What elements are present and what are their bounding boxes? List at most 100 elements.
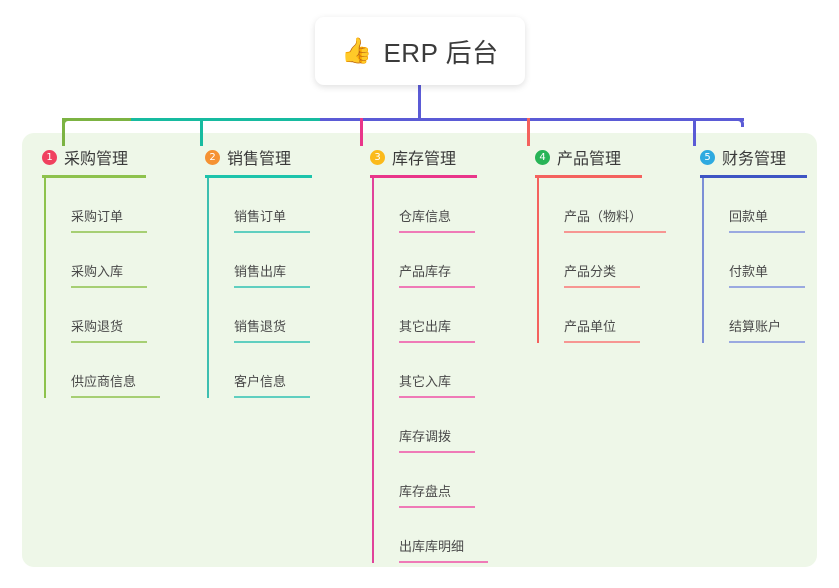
menu-item[interactable]: 仓库信息 [399,178,477,233]
menu-item-label: 销售出库 [234,264,287,279]
category-label: 库存管理 [392,151,457,168]
menu-item-underline [399,341,475,343]
menu-item-underline [71,286,147,288]
menu-item[interactable]: 采购退货 [71,288,147,343]
menu-item-label: 付款单 [729,264,769,279]
menu-item[interactable]: 回款单 [729,178,807,233]
category-index-badge: 2 [205,149,220,165]
menu-item-underline [564,286,640,288]
menu-item-underline [399,561,488,563]
content-panel [22,133,817,567]
category-header-sales-management[interactable]: 2 销售管理 [205,146,312,168]
menu-item-underline [71,231,147,233]
menu-item-label: 产品（物料） [564,209,643,224]
menu-item-label: 结算账户 [729,319,782,334]
menu-item-label: 产品库存 [399,264,452,279]
category-spine [44,178,46,398]
connector-root-stem [418,85,421,121]
menu-item-underline [564,231,666,233]
category-column-finance-management: 5 财务管理回款单付款单结算账户 [700,146,807,343]
menu-item-label: 产品单位 [564,319,617,334]
category-label: 产品管理 [557,151,622,168]
menu-item-underline [399,451,475,453]
menu-item[interactable]: 销售订单 [234,178,312,233]
menu-item-underline [399,396,475,398]
menu-item-label: 库存调拨 [399,429,452,444]
menu-item-underline [729,341,805,343]
category-column-sales-management: 2 销售管理销售订单销售出库销售退货客户信息 [205,146,312,398]
menu-item[interactable]: 库存盘点 [399,453,477,508]
menu-item-underline [234,396,310,398]
menu-item-underline [71,341,147,343]
menu-item[interactable]: 采购入库 [71,233,147,288]
menu-item-label: 出库库明细 [399,539,465,554]
menu-item[interactable]: 付款单 [729,233,807,288]
menu-item-underline [399,231,475,233]
category-underline [205,175,312,178]
menu-item-label: 其它入库 [399,374,452,389]
menu-item[interactable]: 产品单位 [564,288,642,343]
menu-item[interactable]: 其它出库 [399,288,477,343]
category-index-badge: 3 [370,149,385,165]
category-underline [700,175,807,178]
category-column-inventory-management: 3 库存管理仓库信息产品库存其它出库其它入库库存调拨库存盘点出库库明细 [370,146,488,563]
connector-left-elbow [62,118,71,127]
category-underline [370,175,477,178]
menu-item-underline [729,231,805,233]
connector-drop-product [527,118,530,146]
category-underline [42,175,146,178]
category-spine [207,178,209,398]
category-header-finance-management[interactable]: 5 财务管理 [700,146,807,168]
thumbs-up-icon: 👍 [341,36,373,65]
category-header-inventory-management[interactable]: 3 库存管理 [370,146,477,168]
menu-item-underline [399,286,475,288]
menu-item[interactable]: 其它入库 [399,343,477,398]
menu-item[interactable]: 客户信息 [234,343,312,398]
menu-item-underline [234,341,310,343]
menu-item[interactable]: 库存调拨 [399,398,477,453]
menu-item-label: 销售订单 [234,209,287,224]
menu-item-label: 仓库信息 [399,209,452,224]
menu-item[interactable]: 销售退货 [234,288,312,343]
category-items-sales-management: 销售订单销售出库销售退货客户信息 [207,178,312,398]
menu-item-underline [399,506,475,508]
menu-item[interactable]: 供应商信息 [71,343,160,398]
menu-item-label: 回款单 [729,209,769,224]
connector-bus-teal [131,118,320,121]
menu-item-label: 采购订单 [71,209,124,224]
menu-item-label: 库存盘点 [399,484,452,499]
menu-item[interactable]: 采购订单 [71,178,147,233]
category-label: 采购管理 [64,151,129,168]
menu-item[interactable]: 出库库明细 [399,508,488,563]
menu-item-label: 采购退货 [71,319,124,334]
category-label: 财务管理 [722,151,787,168]
connector-drop-inventory [360,118,363,146]
root-title-card[interactable]: 👍 ERP 后台 [315,17,525,85]
menu-item-label: 采购入库 [71,264,124,279]
category-spine [537,178,539,343]
category-items-product-management: 产品（物料） 产品分类产品单位 [537,178,666,343]
connector-bus-blue [320,118,744,121]
category-items-inventory-management: 仓库信息产品库存其它出库其它入库库存调拨库存盘点出库库明细 [372,178,488,563]
menu-item-label: 供应商信息 [71,374,137,389]
connector-drop-finance [693,118,696,146]
menu-item[interactable]: 产品（物料） [564,178,666,233]
menu-item[interactable]: 结算账户 [729,288,807,343]
menu-item[interactable]: 产品分类 [564,233,642,288]
menu-item[interactable]: 产品库存 [399,233,477,288]
menu-item[interactable]: 销售出库 [234,233,312,288]
category-items-purchase-management: 采购订单采购入库采购退货供应商信息 [44,178,160,398]
category-items-finance-management: 回款单付款单结算账户 [702,178,807,343]
category-spine [372,178,374,563]
menu-item-underline [234,286,310,288]
menu-item-underline [71,396,160,398]
connector-bus-green [62,118,131,121]
connector-drop-purchase [62,118,65,146]
category-spine [702,178,704,343]
category-index-badge: 5 [700,149,715,165]
connector-drop-sales [200,118,203,146]
category-label: 销售管理 [227,151,292,168]
